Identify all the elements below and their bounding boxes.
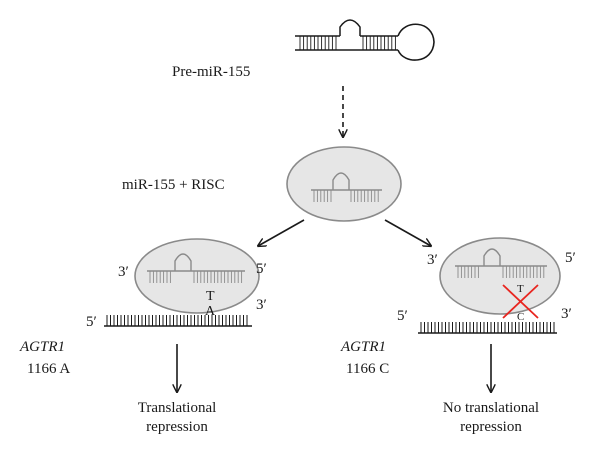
left-mir-bases bbox=[149, 271, 171, 283]
right-mir-five-prime: 5′ bbox=[565, 250, 576, 266]
left-mir-base: T bbox=[206, 289, 215, 304]
hairpin-loop bbox=[397, 23, 435, 61]
mismatch-cross-icon bbox=[502, 284, 539, 319]
left-mrna-bases bbox=[106, 315, 248, 326]
left-outcome-line1: Translational bbox=[138, 400, 217, 416]
left-mrna-three-prime: 3′ bbox=[256, 297, 267, 313]
right-mir-three-prime: 3′ bbox=[427, 252, 438, 268]
right-gene-label: AGTR1 bbox=[340, 339, 386, 355]
right-outcome-line1: No translational bbox=[443, 400, 539, 416]
left-mir-bases-right bbox=[193, 271, 243, 283]
right-mrna-five-prime: 5′ bbox=[397, 308, 408, 324]
right-outcome-line2: repression bbox=[460, 419, 522, 435]
right-mrna-bases bbox=[420, 322, 555, 333]
risc-label: miR-155 + RISC bbox=[122, 177, 225, 193]
right-mir-base: T bbox=[517, 283, 524, 295]
left-outcome-line2: repression bbox=[146, 419, 208, 435]
right-mir-bases bbox=[457, 266, 479, 278]
left-mrna-strand bbox=[104, 315, 252, 327]
left-gene-label: AGTR1 bbox=[19, 339, 65, 355]
left-mir-five-prime: 5′ bbox=[256, 261, 267, 277]
pre-mir-hairpin bbox=[295, 19, 435, 61]
risc-mir-bases bbox=[313, 190, 332, 202]
right-mrna-three-prime: 3′ bbox=[561, 306, 572, 322]
right-mir-bases-right bbox=[502, 266, 545, 278]
pre-mir-basepairs-left bbox=[299, 36, 337, 50]
left-target-base: A bbox=[205, 304, 216, 319]
left-risc-complex bbox=[134, 238, 260, 314]
right-mrna-strand bbox=[418, 322, 557, 334]
pre-mir-basepairs-right bbox=[362, 36, 396, 50]
right-allele-label: 1166 C bbox=[346, 361, 389, 377]
left-mir-three-prime: 3′ bbox=[118, 264, 129, 280]
right-risc-complex bbox=[439, 237, 561, 315]
left-allele-label: 1166 A bbox=[27, 361, 70, 377]
pre-mir-label: Pre-miR-155 bbox=[172, 64, 250, 80]
left-mrna-five-prime: 5′ bbox=[86, 314, 97, 330]
branch-arrow-right bbox=[384, 219, 431, 246]
branch-arrow-left bbox=[258, 219, 305, 246]
risc-mir-bases-right bbox=[350, 190, 379, 202]
risc-complex bbox=[286, 146, 402, 222]
right-target-base: C bbox=[517, 311, 524, 323]
